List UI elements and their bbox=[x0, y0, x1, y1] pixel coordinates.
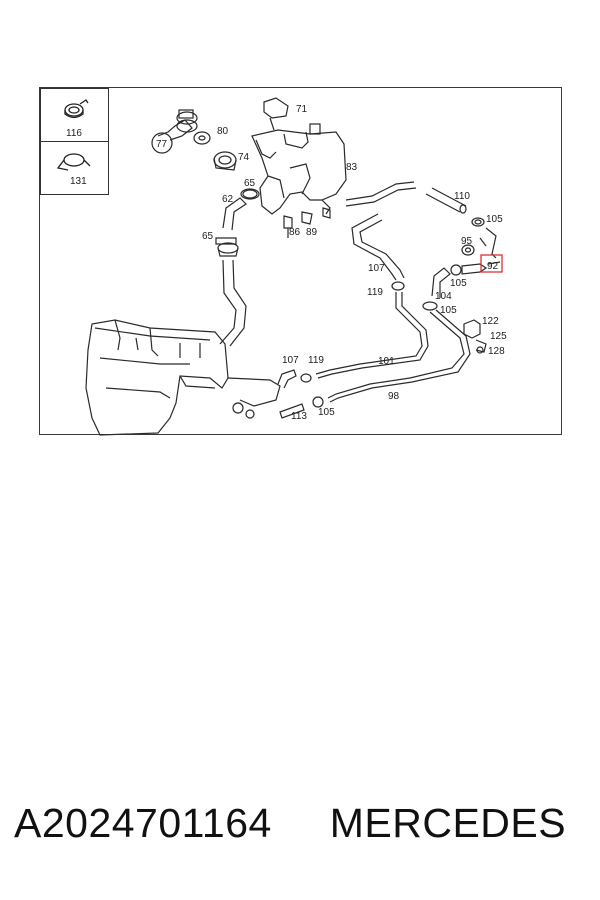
label-131: 131 bbox=[70, 176, 87, 187]
label-107-upper: 107 bbox=[368, 263, 385, 274]
label-128: 128 bbox=[488, 346, 505, 357]
label-71: 71 bbox=[296, 104, 308, 115]
label-74: 74 bbox=[238, 152, 250, 163]
label-116: 116 bbox=[66, 128, 82, 139]
label-83: 83 bbox=[346, 162, 358, 173]
bottom-fittings bbox=[277, 369, 324, 419]
label-105-b: 105 bbox=[450, 278, 467, 289]
label-119-lower: 119 bbox=[308, 355, 324, 366]
label-110: 110 bbox=[454, 191, 470, 202]
label-95: 95 bbox=[461, 236, 473, 247]
small-fittings bbox=[215, 188, 331, 245]
hose-107-upper bbox=[351, 213, 405, 281]
filler-neck-hose bbox=[217, 242, 247, 347]
label-101: 101 bbox=[378, 356, 395, 367]
product-caption: A2024701164 MERCEDES bbox=[14, 800, 594, 864]
right-fittings bbox=[450, 217, 501, 276]
label-65-lower: 65 bbox=[202, 231, 214, 242]
label-62: 62 bbox=[222, 194, 234, 205]
part-number: A2024701164 bbox=[14, 800, 272, 846]
brand-name: MERCEDES bbox=[329, 800, 567, 846]
label-92: 92 bbox=[487, 261, 499, 272]
mounting-bracket bbox=[463, 319, 487, 354]
label-122: 122 bbox=[482, 316, 499, 327]
hose-62-drawing bbox=[222, 189, 258, 231]
highlighted-part-92-box bbox=[480, 254, 503, 273]
label-105-a: 105 bbox=[486, 214, 503, 225]
hose-clamp-icon bbox=[64, 99, 89, 119]
label-98: 98 bbox=[388, 391, 400, 402]
label-119-upper: 119 bbox=[367, 287, 383, 298]
label-80: 80 bbox=[217, 126, 229, 137]
hose-110-drawing bbox=[425, 187, 467, 214]
parts-diagram-frame: 116 131 77 80 74 71 83 62 65 65 86 89 11… bbox=[39, 87, 562, 436]
label-77: 77 bbox=[156, 139, 168, 150]
filler-cap-assembly bbox=[151, 109, 237, 171]
cable-tie-icon bbox=[56, 153, 91, 171]
label-105-d: 105 bbox=[318, 407, 335, 418]
label-104: 104 bbox=[435, 291, 452, 302]
label-113: 113 bbox=[291, 411, 307, 422]
label-105-c: 105 bbox=[440, 305, 457, 316]
vent-line bbox=[345, 181, 417, 207]
label-89: 89 bbox=[306, 227, 318, 238]
label-65-upper: 65 bbox=[244, 178, 256, 189]
fuel-tank-drawing bbox=[85, 319, 281, 436]
legend-panel bbox=[40, 88, 109, 195]
fuel-lines-101-98 bbox=[315, 292, 471, 403]
fuel-system-exploded-diagram: 116 131 77 80 74 71 83 62 65 65 86 89 11… bbox=[40, 88, 507, 436]
hose-104-drawing bbox=[391, 267, 451, 311]
label-107-lower: 107 bbox=[282, 355, 299, 366]
filler-head-assembly bbox=[251, 97, 347, 215]
label-125: 125 bbox=[490, 331, 507, 342]
label-86: 86 bbox=[289, 227, 301, 238]
